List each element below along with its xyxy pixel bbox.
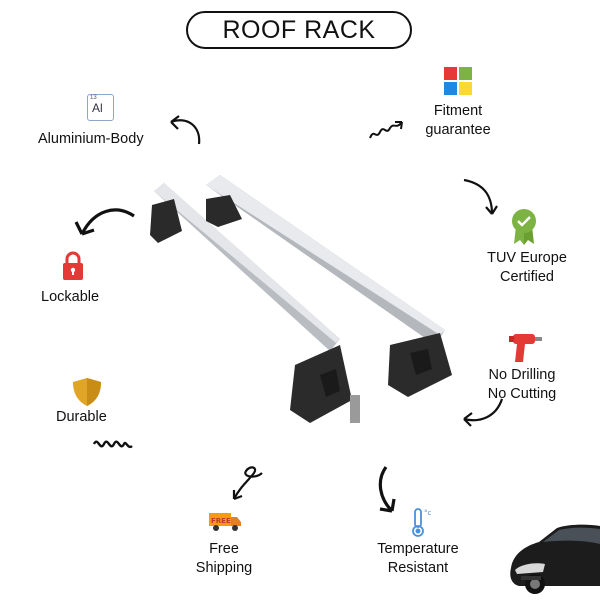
drilling-line2: No Cutting: [487, 386, 557, 402]
free-shipping-label: Free Shipping: [182, 540, 266, 578]
curved-arrow-icon: [170, 115, 201, 145]
drill-icon: [509, 334, 542, 362]
certified-badge-icon: [512, 209, 536, 245]
loop-arrow-icon: [232, 466, 263, 501]
curved-arrow-icon: [378, 466, 396, 513]
curved-arrow-icon: [463, 398, 504, 427]
curved-arrow-icon: [463, 178, 498, 215]
fitment-line2: guarantee: [425, 122, 491, 138]
zigzag-arrow-icon: [369, 121, 403, 139]
svg-text:°c: °c: [424, 509, 432, 517]
puzzle-icon: [444, 67, 472, 95]
squiggle-arrow-icon: [92, 440, 133, 449]
fitment-label: Fitment guarantee: [415, 102, 501, 140]
fitment-line1: Fitment: [433, 103, 483, 119]
shipping-line2: Shipping: [195, 560, 253, 576]
temperature-line1: Temperature: [377, 541, 459, 557]
title-text: ROOF RACK: [222, 15, 376, 44]
tuv-label: TUV Europe Certified: [472, 249, 582, 287]
drilling-line1: No Drilling: [488, 367, 556, 383]
curved-arrow-icon: [74, 208, 135, 236]
no-drilling-label: No Drilling No Cutting: [472, 366, 572, 404]
temperature-label: Temperature Resistant: [365, 540, 471, 578]
car-image: [510, 524, 600, 594]
roof-rack-image: [150, 175, 452, 423]
aluminium-body-label: Aluminium-Body: [38, 131, 144, 147]
aluminium-element-icon: 13 Al: [87, 94, 114, 121]
tuv-line2: Certified: [500, 269, 554, 285]
element-symbol: Al: [92, 101, 103, 115]
lockable-label: Lockable: [41, 289, 100, 305]
shipping-line1: Free: [209, 541, 239, 557]
element-number: 13: [90, 95, 97, 101]
shield-icon: [73, 378, 101, 406]
temperature-line2: Resistant: [387, 560, 449, 576]
thermometer-icon: °c: [412, 508, 432, 537]
page-title: ROOF RACK: [186, 11, 412, 49]
padlock-icon: [63, 251, 83, 280]
tuv-line1: TUV Europe: [487, 250, 567, 266]
truck-free-text: FREE: [211, 517, 231, 525]
durable-label: Durable: [56, 409, 107, 425]
delivery-truck-icon: FREE: [209, 513, 241, 531]
